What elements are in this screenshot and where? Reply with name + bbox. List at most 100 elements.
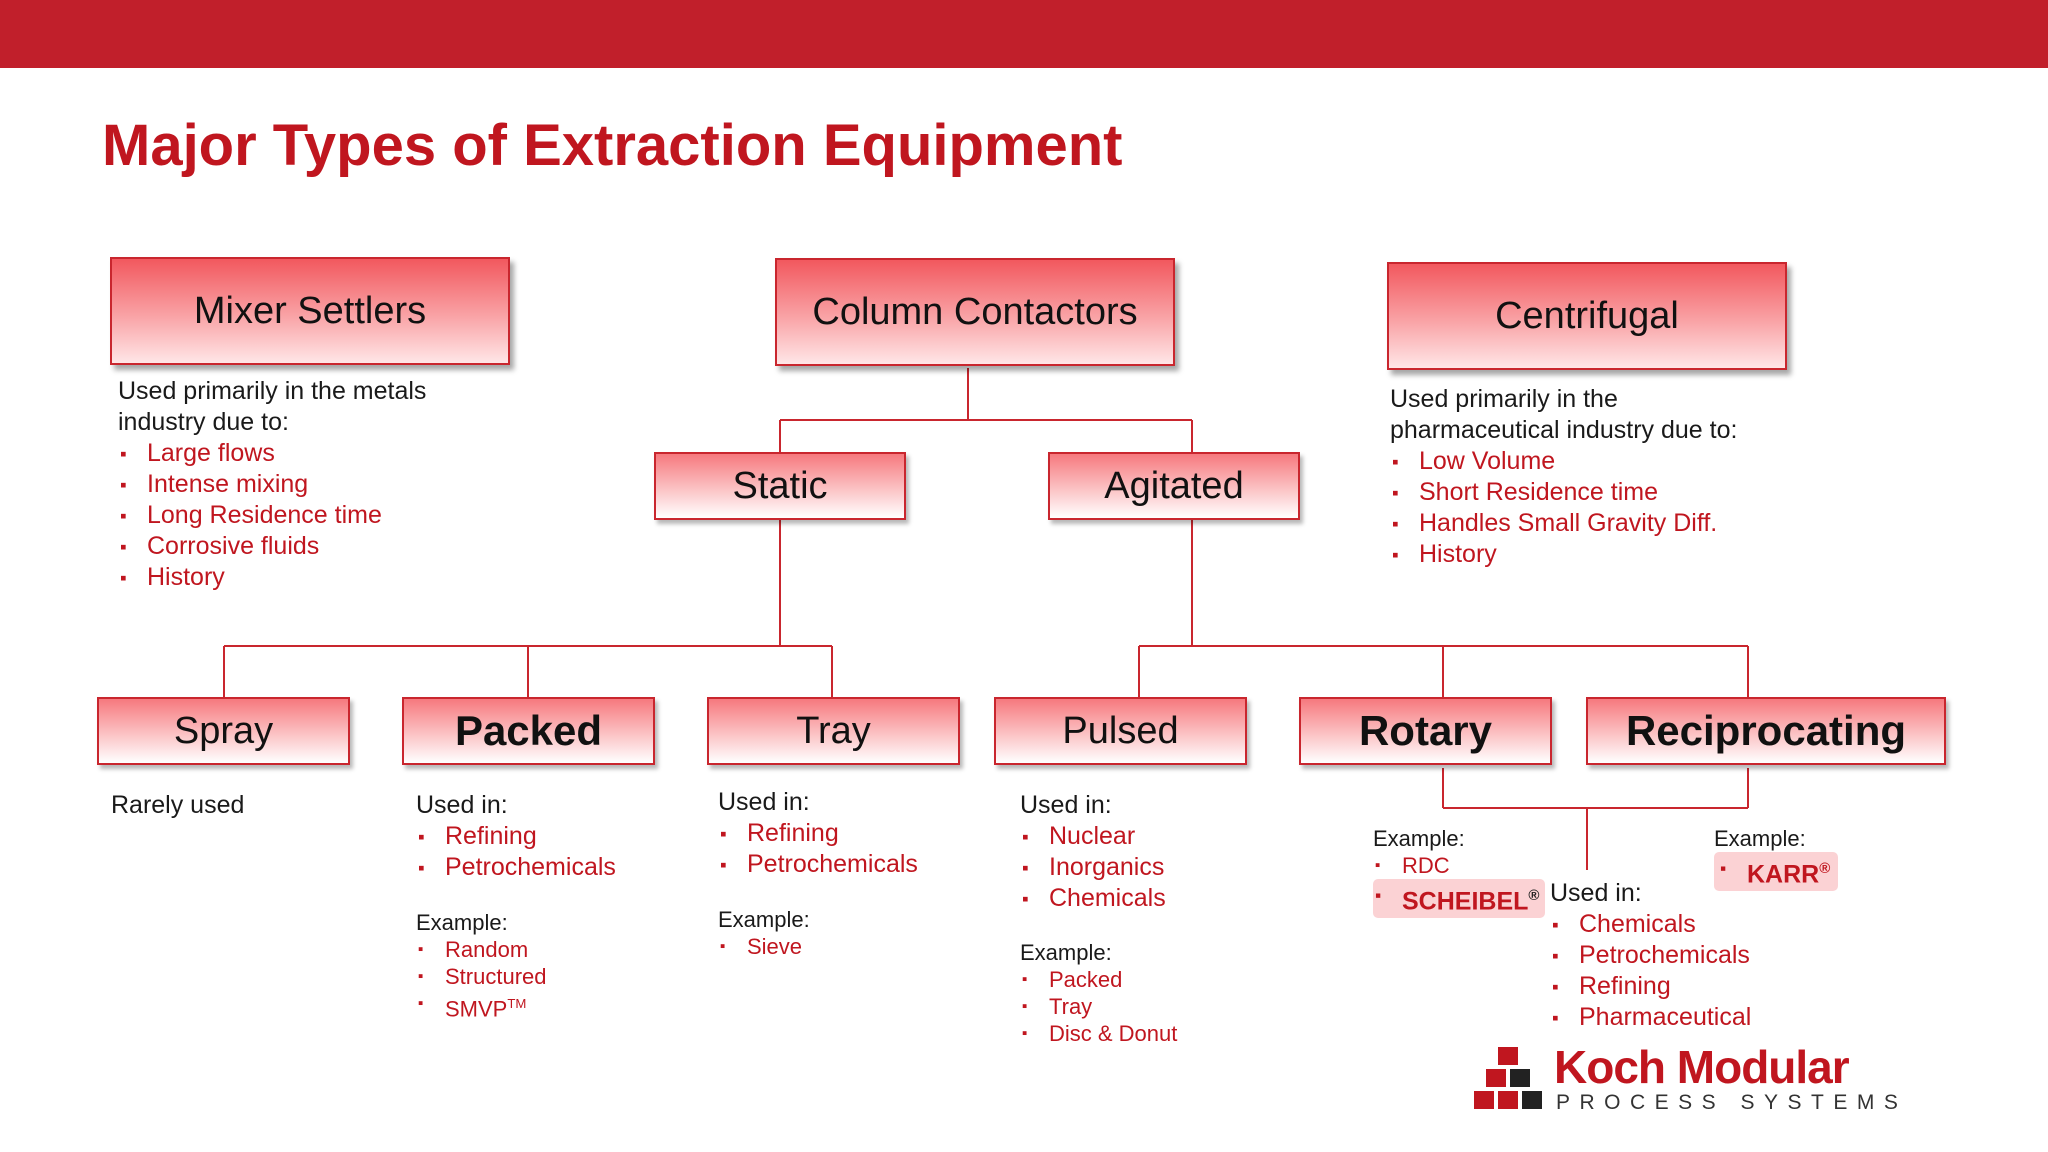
top-banner (0, 0, 2048, 68)
scheibel-text: SCHEIBEL (1402, 887, 1529, 916)
koch-modular-logo-mark (1474, 1047, 1542, 1109)
list-item: Refining (416, 821, 616, 852)
agitated-label: Agitated (1104, 464, 1244, 507)
packed-examples: Example: Random Structured SMVPTM (416, 909, 547, 1022)
list-item: History (118, 562, 426, 593)
list-item: KARR® (1718, 852, 1830, 891)
column-contactors-label: Column Contactors (812, 290, 1138, 333)
pulsed-label: Pulsed (1062, 709, 1179, 752)
scheibel-highlight: SCHEIBEL® (1373, 879, 1546, 919)
rotary-examples: Example: RDC SCHEIBEL® (1373, 825, 1546, 919)
karr-text: KARR (1747, 860, 1820, 889)
centrifugal-box: Centrifugal (1387, 262, 1787, 370)
rotary-example-list: RDC (1373, 852, 1545, 879)
list-item: Pharmaceutical (1550, 1002, 1751, 1033)
static-label: Static (732, 464, 828, 507)
list-item: Packed (1020, 966, 1177, 993)
connector-column-to-subtypes (779, 368, 1193, 452)
rotary-example-label: Example: (1373, 826, 1465, 851)
list-item: Refining (718, 818, 918, 849)
agitated-box: Agitated (1048, 452, 1300, 520)
packed-used-in-label: Used in: (416, 791, 508, 819)
mixer-settlers-reasons: Large flows Intense mixing Long Residenc… (118, 438, 426, 593)
karr-registered-mark: ® (1819, 860, 1831, 877)
pulsed-used-in-label: Used in: (1020, 791, 1112, 819)
list-item: Short Residence time (1390, 477, 1737, 508)
list-item: Large flows (118, 438, 426, 469)
packed-box: Packed (402, 697, 655, 765)
list-item: Chemicals (1550, 909, 1751, 940)
list-item: Corrosive fluids (118, 531, 426, 562)
shared-used-in-list: Chemicals Petrochemicals Refining Pharma… (1550, 909, 1751, 1033)
packed-label: Packed (454, 707, 603, 754)
packed-example-label: Example: (416, 910, 508, 935)
rotary-label: Rotary (1358, 707, 1493, 754)
pulsed-description: Used in: Nuclear Inorganics Chemicals (1020, 790, 1166, 914)
reciprocating-box: Reciprocating (1586, 697, 1946, 765)
list-item: SMVPTM (416, 990, 547, 1022)
list-item: Nuclear (1020, 821, 1166, 852)
logo-name: Koch Modular (1554, 1041, 1850, 1093)
reciprocating-examples: Example: KARR® (1714, 825, 1839, 892)
mixer-settlers-intro-2: industry due to: (118, 408, 289, 436)
list-item: Refining (1550, 971, 1751, 1002)
pulsed-example-label: Example: (1020, 940, 1112, 965)
tray-example-list: Sieve (718, 933, 810, 960)
connector-static-to-children (223, 517, 833, 697)
tray-description: Used in: Refining Petrochemicals (718, 787, 918, 880)
list-item: SCHEIBEL® (1373, 879, 1539, 918)
mixer-settlers-description: Used primarily in the metals industry du… (118, 376, 426, 593)
connector-rotary-reciprocating-bracket (1442, 768, 1749, 870)
tray-used-in-list: Refining Petrochemicals (718, 818, 918, 880)
mixer-settlers-box: Mixer Settlers (110, 257, 510, 365)
list-item: Random (416, 936, 547, 963)
pulsed-box: Pulsed (994, 697, 1247, 765)
list-item: Disc & Donut (1020, 1020, 1177, 1047)
tray-example-label: Example: (718, 907, 810, 932)
reciprocating-label: Reciprocating (1625, 707, 1907, 754)
centrifugal-label: Centrifugal (1495, 294, 1679, 337)
list-item: Petrochemicals (416, 852, 616, 883)
centrifugal-intro-1: Used primarily in the (1390, 385, 1618, 413)
tray-label: Tray (796, 709, 871, 752)
static-box: Static (654, 452, 906, 520)
column-contactors-box: Column Contactors (775, 258, 1175, 366)
centrifugal-intro-2: pharmaceutical industry due to: (1390, 416, 1738, 444)
list-item: Petrochemicals (1550, 940, 1751, 971)
tray-box: Tray (707, 697, 960, 765)
rotary-box: Rotary (1299, 697, 1552, 765)
logo-subtitle: PROCESS SYSTEMS (1556, 1091, 1908, 1114)
list-item: History (1390, 539, 1737, 570)
centrifugal-description: Used primarily in the pharmaceutical ind… (1390, 384, 1737, 570)
mixer-settlers-intro-1: Used primarily in the metals (118, 377, 427, 405)
centrifugal-reasons: Low Volume Short Residence time Handles … (1390, 446, 1737, 570)
list-item: Petrochemicals (718, 849, 918, 880)
list-item: RDC (1373, 852, 1545, 879)
tray-used-in-label: Used in: (718, 788, 810, 816)
list-item: Structured (416, 963, 547, 990)
list-item: Low Volume (1390, 446, 1737, 477)
list-item: Sieve (718, 933, 810, 960)
tray-examples: Example: Sieve (718, 906, 810, 960)
packed-example-list: Random Structured SMVPTM (416, 936, 547, 1022)
spray-note: Rarely used (111, 791, 245, 819)
page-title: Major Types of Extraction Equipment (102, 113, 1123, 178)
reciprocating-example-label: Example: (1714, 826, 1806, 851)
list-item: Long Residence time (118, 500, 426, 531)
karr-highlight: KARR® (1714, 852, 1839, 892)
rotary-reciprocating-used-in: Used in: Chemicals Petrochemicals Refini… (1550, 878, 1751, 1033)
shared-used-in-label: Used in: (1550, 879, 1642, 907)
spray-box: Spray (97, 697, 350, 765)
pulsed-examples: Example: Packed Tray Disc & Donut (1020, 939, 1177, 1047)
mixer-settlers-label: Mixer Settlers (193, 289, 427, 332)
list-item: Inorganics (1020, 852, 1166, 883)
spray-label: Spray (173, 709, 274, 752)
packed-description: Used in: Refining Petrochemicals (416, 790, 616, 883)
smvp-text: SMVP (445, 996, 508, 1022)
packed-used-in-list: Refining Petrochemicals (416, 821, 616, 883)
smvp-trademark: TM (507, 996, 527, 1011)
list-item: Handles Small Gravity Diff. (1390, 508, 1737, 539)
connector-agitated-to-children (1138, 517, 1749, 697)
list-item: Tray (1020, 993, 1177, 1020)
